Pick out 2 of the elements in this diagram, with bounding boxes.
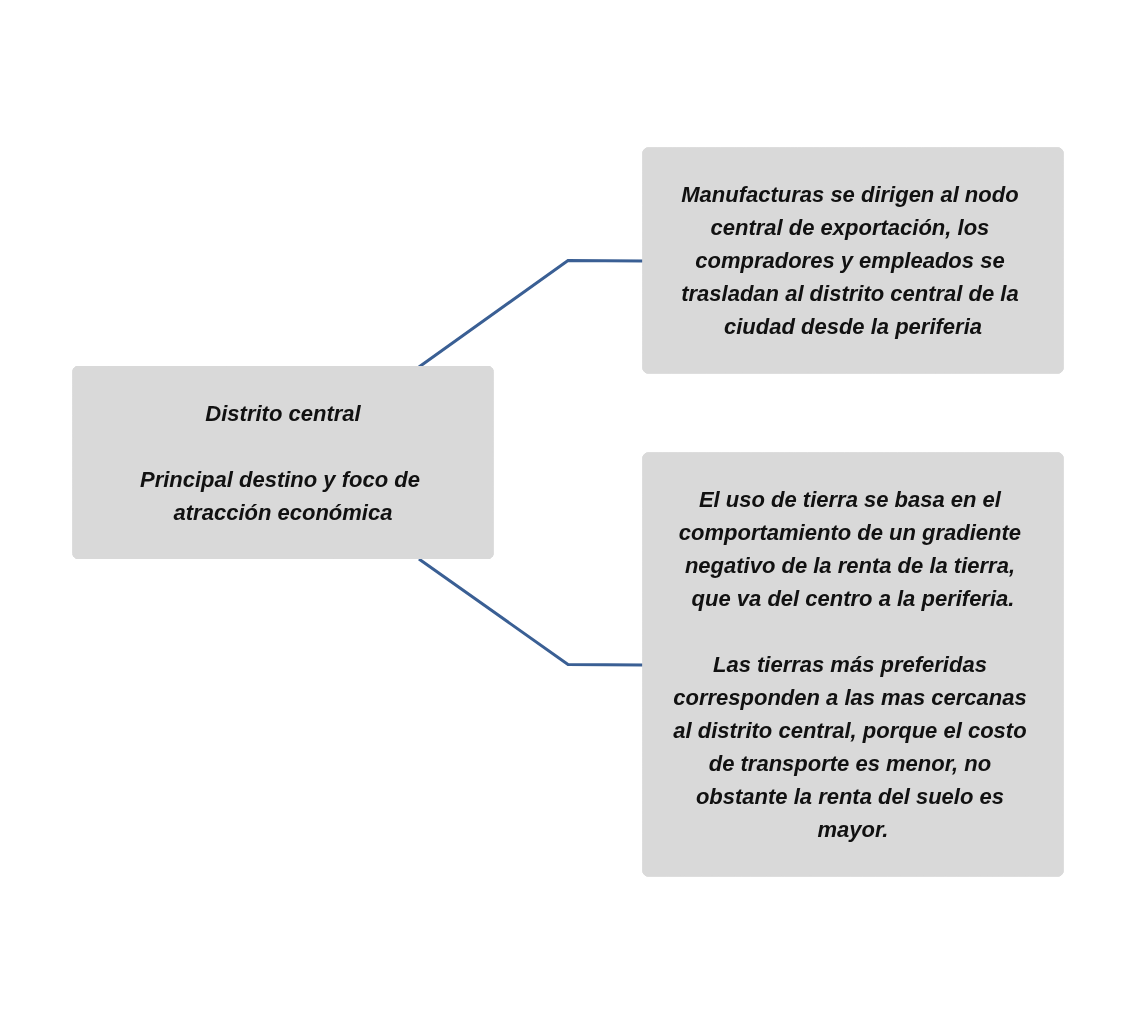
connector <box>418 258 644 368</box>
connector <box>418 557 644 666</box>
